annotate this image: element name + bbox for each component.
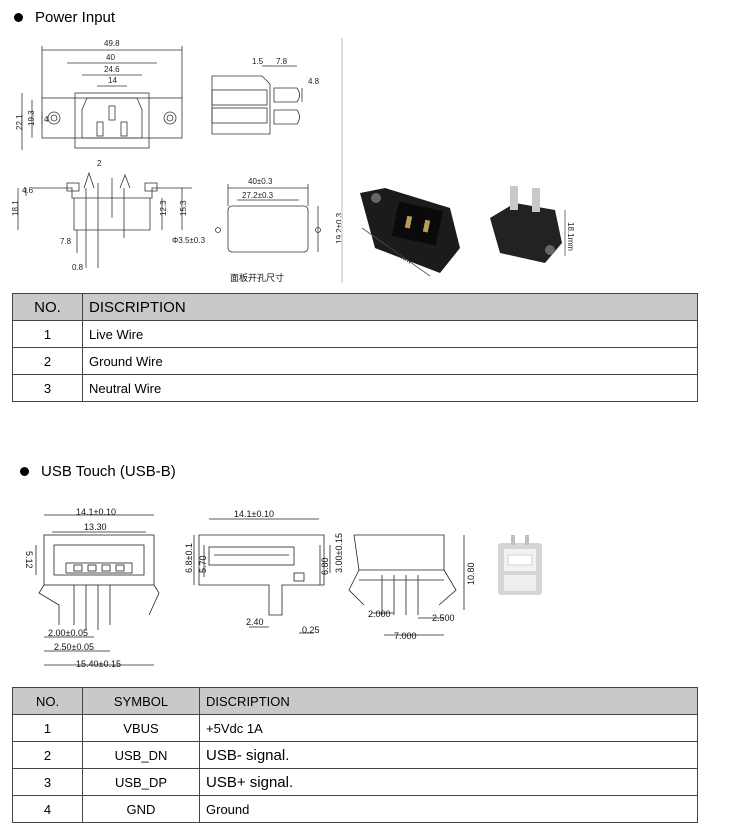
- table-header-row: NO. DISCRIPTION: [12, 293, 698, 321]
- power-input-photos: 49.8mm 18.1mm: [341, 38, 575, 283]
- dim-phi: Φ3.5±0.3: [172, 236, 206, 245]
- dim-4-6: 4.6: [22, 186, 34, 195]
- header-description: DISCRIPTION: [82, 293, 698, 321]
- usb-end-10-80: 10.80: [466, 562, 476, 585]
- usb-photo: [498, 535, 542, 595]
- cell-no: 2: [12, 741, 83, 769]
- dim-19-2-tol: 19.2±0.3: [335, 212, 344, 244]
- table-row: 2 USB_DN USB- signal.: [12, 741, 698, 769]
- photo-dim-height: 18.1mm: [566, 222, 575, 251]
- cell-no: 3: [12, 374, 83, 402]
- dim-15-3: 15.3: [179, 200, 188, 216]
- table-row: 4 GND Ground: [12, 795, 698, 823]
- dim-4: 4: [44, 115, 49, 124]
- cell-description: Ground: [199, 795, 698, 823]
- dim-0-8: 0.8: [72, 263, 84, 272]
- header-no: NO.: [12, 293, 83, 321]
- usb-table: NO. SYMBOL DISCRIPTION 1 VBUS +5Vdc 1A 2…: [12, 687, 698, 823]
- panel-cutout-caption: 面板开孔尺寸: [230, 272, 284, 283]
- bullet-icon: [20, 467, 29, 476]
- usb-dim-5-12: 5.12: [24, 551, 34, 569]
- dim-1-5: 1.5: [252, 57, 264, 66]
- dim-7-8: 7.8: [276, 57, 288, 66]
- usb-dim-2-00: 2.00±0.05: [48, 628, 88, 638]
- usb-side-2-40: 2.40: [246, 617, 264, 627]
- table-row: 2 Ground Wire: [12, 347, 698, 375]
- dim-18-1: 18.1: [12, 200, 20, 216]
- cell-description: Live Wire: [82, 320, 698, 348]
- dim-27-2-tol: 27.2±0.3: [242, 191, 274, 200]
- power-input-heading: Power Input: [14, 9, 115, 26]
- table-row: 3 Neutral Wire: [12, 374, 698, 402]
- usb-end-2-000: 2.000: [368, 609, 391, 619]
- dim-40-tol: 40±0.3: [248, 177, 273, 186]
- usb-heading: USB Touch (USB-B): [20, 463, 176, 480]
- header-description: DISCRIPTION: [199, 687, 698, 715]
- usb-dim-15-40: 15.40±0.15: [76, 659, 121, 669]
- cell-symbol: USB_DN: [82, 741, 200, 769]
- dim-49-8: 49.8: [104, 39, 120, 48]
- table-row: 1 Live Wire: [12, 320, 698, 348]
- power-input-drawings: 49.8 40 24.6 14 22.1 19.3 4 1.5 7.8 4.8 …: [12, 39, 344, 283]
- usb-side-5-70: 5.70: [198, 555, 208, 573]
- cell-no: 4: [12, 795, 83, 823]
- usb-end-2-500: 2.500: [432, 613, 455, 623]
- cell-description: Ground Wire: [82, 347, 698, 375]
- table-row: 1 VBUS +5Vdc 1A: [12, 714, 698, 742]
- table-header-row: NO. SYMBOL DISCRIPTION: [12, 687, 698, 715]
- dim-24-6: 24.6: [104, 65, 120, 74]
- header-symbol: SYMBOL: [82, 687, 200, 715]
- cell-no: 1: [12, 714, 83, 742]
- bullet-icon: [14, 13, 23, 22]
- dim-4-8: 4.8: [308, 77, 320, 86]
- dim-22-1: 22.1: [15, 114, 24, 130]
- power-input-table: NO. DISCRIPTION 1 Live Wire 2 Ground Wir…: [12, 293, 698, 402]
- cell-symbol: VBUS: [82, 714, 200, 742]
- usb-side-6-8: 6.8±0.1: [184, 543, 194, 573]
- dim-7-8b: 7.8: [60, 237, 72, 246]
- usb-side-6-80: 6.80: [320, 557, 330, 575]
- header-no: NO.: [12, 687, 83, 715]
- cell-description: USB- signal.: [199, 741, 698, 769]
- cell-no: 1: [12, 320, 83, 348]
- dim-19-3: 19.3: [27, 110, 36, 126]
- usb-dim-2-50: 2.50±0.05: [54, 642, 94, 652]
- cell-description: USB+ signal.: [199, 768, 698, 796]
- section-title: Power Input: [35, 9, 116, 26]
- usb-side-0-25: 0.25: [302, 625, 320, 635]
- usb-dim-13-30: 13.30: [84, 522, 107, 532]
- usb-drawings: 14.1±0.10 13.30 5.12 2.00±0.05 2.50±0.05…: [24, 507, 542, 669]
- cell-symbol: GND: [82, 795, 200, 823]
- dim-40: 40: [106, 53, 115, 62]
- section-title: USB Touch (USB-B): [41, 463, 176, 480]
- usb-side-14-1: 14.1±0.10: [234, 509, 274, 519]
- dim-14: 14: [108, 76, 117, 85]
- cell-no: 2: [12, 347, 83, 375]
- cell-description: +5Vdc 1A: [199, 714, 698, 742]
- dim-12-3: 12.3: [159, 200, 168, 216]
- dim-2: 2: [97, 159, 102, 168]
- table-row: 3 USB_DP USB+ signal.: [12, 768, 698, 796]
- usb-side-3-00: 3.00±0.15: [334, 533, 344, 573]
- cell-symbol: USB_DP: [82, 768, 200, 796]
- cell-no: 3: [12, 768, 83, 796]
- usb-dim-14-1: 14.1±0.10: [76, 507, 116, 517]
- usb-end-7-000: 7.000: [394, 631, 417, 641]
- cell-description: Neutral Wire: [82, 374, 698, 402]
